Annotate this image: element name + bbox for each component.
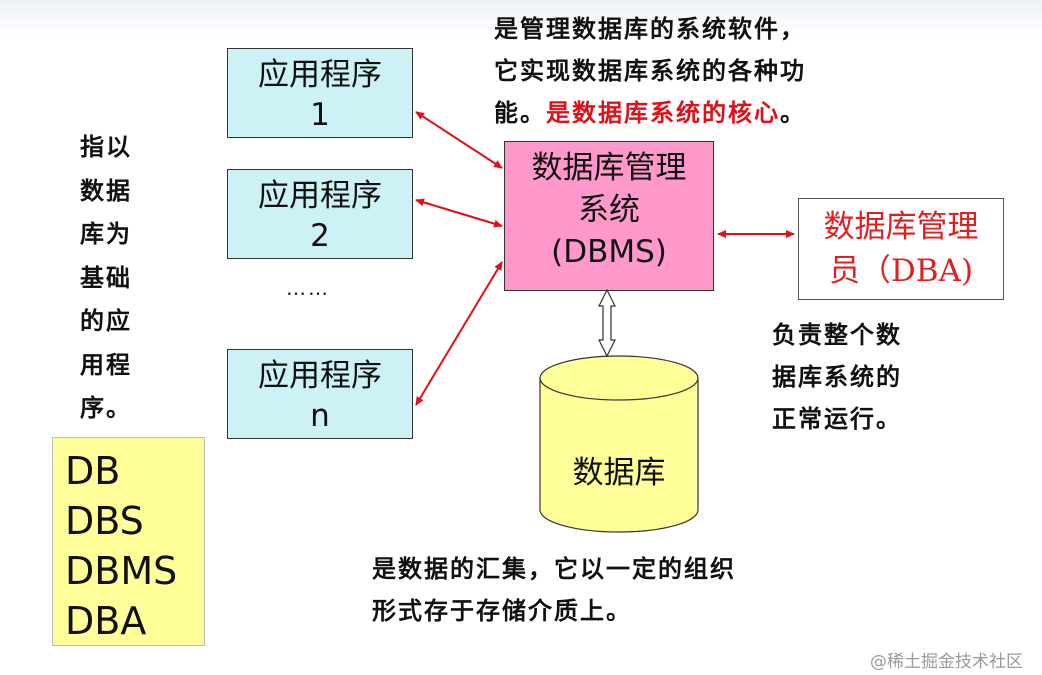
dbms-line-1: 数据库管理 (531, 150, 687, 186)
dbms-desc-highlight: 是数据库系统的核心 (546, 98, 780, 127)
term-dba: DBA (65, 599, 147, 643)
app-box-number: 1 (310, 97, 330, 133)
app-box-n: 应用程序 n (227, 349, 413, 439)
term-dbs: DBS (65, 499, 144, 543)
top-band (0, 0, 1042, 36)
dbms-desc-prefix: 能。 (494, 98, 546, 127)
app-desc-line: 的应 (80, 306, 132, 335)
app-desc-line: 基础 (80, 262, 132, 292)
arrow-app1-dbms (415, 111, 503, 169)
dbms-desc-line-3: 能。是数据库系统的核心。 (494, 92, 806, 134)
app-description: 指以 数据 库为 基础 的应 用程 序。 (80, 125, 132, 430)
dba-desc-line: 正常运行。 (772, 404, 902, 433)
dba-line-2: 员（DBA) (828, 253, 974, 289)
app-box-title: 应用程序 (258, 358, 382, 394)
dba-box: 数据库管理 员（DBA) (798, 198, 1004, 300)
arrow-app2-dbms (415, 198, 503, 228)
app-desc-line: 用程 (80, 349, 132, 379)
app-desc-line: 库为 (80, 219, 132, 248)
app-box-2: 应用程序 2 (227, 169, 413, 259)
arrow-dbms-database (598, 288, 616, 358)
app-desc-line: 数据 (80, 175, 132, 205)
dbms-desc-line-1: 是管理数据库的系统软件， (494, 14, 806, 43)
dbms-desc-suffix: 。 (780, 98, 806, 127)
watermark: @稀土掘金技术社区 (870, 652, 1023, 672)
db-desc-line: 形式存于存储介质上。 (372, 596, 632, 625)
app-box-1: 应用程序 1 (227, 48, 413, 138)
dba-description: 负责整个数 据库系统的 正常运行。 (772, 314, 902, 440)
dba-desc-line: 负责整个数 (772, 320, 902, 349)
app-desc-line: 序。 (80, 393, 132, 422)
ellipsis: …… (286, 276, 330, 300)
terms-box: DB DBS DBMS DBA (52, 437, 205, 646)
dbms-box: 数据库管理 系统 (DBMS) (504, 141, 714, 291)
app-box-number: n (310, 398, 330, 434)
dbms-description: 是管理数据库的系统软件， 它实现数据库系统的各种功 能。是数据库系统的核心。 (494, 8, 806, 134)
database-description: 是数据的汇集，它以一定的组织 形式存于存储介质上。 (372, 548, 736, 632)
db-desc-line: 是数据的汇集，它以一定的组织 (372, 554, 736, 583)
app-box-title: 应用程序 (258, 57, 382, 93)
app-box-number: 2 (310, 218, 330, 254)
app-desc-line: 指以 (80, 132, 132, 161)
term-db: DB (65, 449, 121, 493)
dba-desc-line: 据库系统的 (772, 362, 902, 391)
database-label: 数据库 (572, 455, 666, 491)
term-dbms: DBMS (65, 549, 178, 593)
dbms-line-3: (DBMS) (551, 234, 667, 270)
dba-line-1: 数据库管理 (823, 209, 979, 245)
app-box-title: 应用程序 (258, 178, 382, 214)
database-cylinder (539, 355, 699, 533)
dbms-desc-line-2: 它实现数据库系统的各种功 (494, 56, 806, 85)
dbms-line-2: 系统 (578, 192, 640, 228)
arrow-appn-dbms (415, 261, 503, 406)
